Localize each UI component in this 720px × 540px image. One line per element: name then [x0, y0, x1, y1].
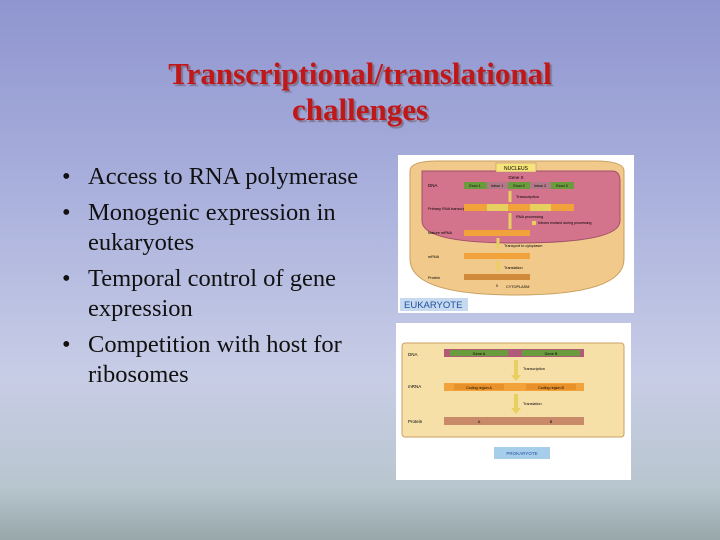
- nucleus-label-box: [495, 162, 537, 173]
- intron-box: [530, 182, 551, 189]
- transcription-label: Transcription: [516, 194, 539, 199]
- exon-box: [464, 182, 487, 189]
- intron-box: [487, 182, 508, 189]
- gene-b-label: Gene B: [545, 352, 558, 356]
- svg-text:Exon 3: Exon 3: [556, 184, 567, 188]
- dna-exon-strip: Exon 1 Intron 1 Exon 2 Intron 2 Exon 3: [464, 182, 574, 189]
- transcription-label: Transcription: [523, 367, 545, 371]
- coding-b-label: Coding region B: [538, 386, 564, 390]
- prokaryote-label: PROKARYOTE: [506, 451, 537, 456]
- gene-b-box: [522, 350, 580, 356]
- cytoplasm-label: CYTOPLASM: [506, 285, 529, 289]
- svg-text:Intron 2: Intron 2: [534, 184, 546, 188]
- exon-box: [551, 182, 574, 189]
- mrna-strip: [444, 383, 584, 391]
- slide-title: Transcriptional/translational challenges: [60, 56, 660, 128]
- prokaryote-figure: DNA Gene A Gene B Transcription mRNA Cod…: [396, 323, 631, 480]
- exon-box: [508, 182, 530, 189]
- intron-box: [487, 204, 508, 211]
- eukaryote-label: EUKARYOTE: [404, 300, 462, 311]
- intron-box: [530, 204, 551, 211]
- gene-label: Gene X: [508, 175, 523, 180]
- transcription-arrowhead-icon: [511, 375, 521, 381]
- protein-strip: [444, 417, 584, 425]
- mrna-label: mRNA: [428, 255, 440, 259]
- eukaryote-label-box: [400, 298, 468, 311]
- protein-a-label: A: [478, 420, 481, 424]
- title-line-1: Transcriptional/translational: [168, 56, 552, 91]
- protein-b-label: B: [550, 420, 553, 424]
- svg-text:Intron 1: Intron 1: [491, 184, 503, 188]
- gene-a-box: [450, 350, 508, 356]
- title-line-2: challenges: [291, 92, 429, 127]
- bullet-dot-icon: •: [62, 331, 71, 358]
- protein-x-label: X: [496, 284, 499, 288]
- exon-box: [508, 204, 530, 211]
- eukaryote-diagram: NUCLEUS Gene X DNA Exon 1 Intron 1 Exon …: [400, 160, 625, 311]
- protein-label: Protein: [428, 276, 440, 280]
- svg-text:Exon 2: Exon 2: [513, 184, 524, 188]
- coding-a-label: Coding region A: [466, 386, 492, 390]
- mature-mrna-bar: [464, 230, 530, 236]
- rna-processing-label: RNA processing: [516, 215, 543, 219]
- mrna-bar: [464, 253, 530, 259]
- bullet-list: •Access to RNA polymerase •Monogenic exp…: [60, 162, 360, 396]
- bullet-dot-icon: •: [62, 163, 71, 190]
- exon-box: [464, 204, 487, 211]
- prokaryote-diagram: DNA Gene A Gene B Transcription mRNA Cod…: [401, 342, 625, 459]
- transport-label: Transport to cytoplasm: [504, 244, 542, 248]
- mature-mrna-label: Mature mRNA: [428, 231, 453, 235]
- coding-b-box: [526, 384, 576, 390]
- translation-label: Translation: [523, 402, 542, 406]
- coding-a-box: [454, 384, 504, 390]
- bullet-item: •Temporal control of gene expression: [62, 265, 336, 322]
- bullet-dot-icon: •: [62, 199, 71, 226]
- eukaryote-figure: NUCLEUS Gene X DNA Exon 1 Intron 1 Exon …: [398, 155, 634, 313]
- dna-label: DNA: [408, 352, 418, 357]
- protein-bar: [464, 274, 530, 280]
- exon-box: [551, 204, 574, 211]
- bullet-item: •Access to RNA polymerase: [62, 163, 359, 190]
- nucleus-label: NUCLEUS: [504, 166, 529, 172]
- bullet-item: •Competition with host for ribosomes: [62, 331, 342, 388]
- introns-excised-label: Introns excised during processing: [538, 221, 592, 225]
- dna-label: DNA: [428, 183, 438, 188]
- dna-strip: [444, 349, 584, 357]
- primary-rna-strip: [464, 204, 574, 211]
- introns-legend-swatch: [532, 221, 536, 225]
- prokaryote-label-box: [494, 447, 550, 459]
- svg-text:Exon 1: Exon 1: [469, 184, 480, 188]
- translation-arrowhead-icon: [511, 408, 521, 414]
- translation-label: Translation: [504, 266, 523, 270]
- bullet-item: •Monogenic expression in eukaryotes: [62, 199, 336, 256]
- gene-a-label: Gene A: [473, 352, 486, 356]
- bullet-dot-icon: •: [62, 265, 71, 292]
- primary-rna-label: Primary RNA transcript: [428, 207, 468, 211]
- protein-label: Protein: [408, 419, 423, 424]
- mrna-label: mRNA: [408, 384, 421, 389]
